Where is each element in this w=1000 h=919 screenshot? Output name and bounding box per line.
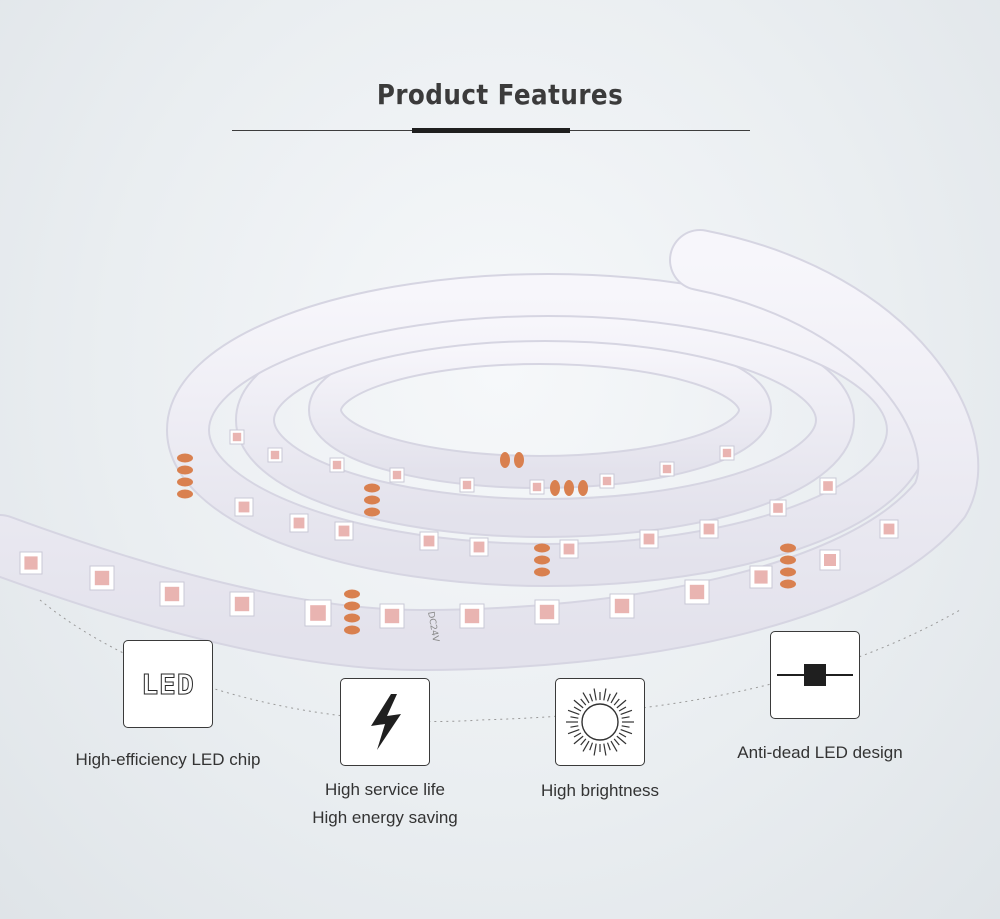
feature-caption-anti-dead: Anti-dead LED design (710, 739, 930, 767)
led-chip-die (234, 596, 250, 612)
led-chip-die (238, 501, 250, 513)
led-chip-die (689, 584, 705, 600)
solder-pad (364, 483, 380, 493)
led-chip-die (703, 523, 715, 535)
solder-pad (177, 489, 193, 499)
lightning-icon (371, 694, 401, 750)
solder-pad (780, 543, 796, 553)
led-chip (534, 599, 560, 625)
feature-caption-led-chip: High-efficiency LED chip (48, 746, 288, 774)
solder-pad (177, 465, 193, 475)
led-chip-die (464, 608, 480, 624)
title-underline-accent (412, 128, 570, 133)
solder-pad (344, 589, 360, 599)
solder-pad (534, 555, 550, 565)
solder-pad (364, 507, 380, 517)
led-chip-die (883, 523, 895, 535)
led-chips (19, 429, 899, 635)
led-chip-die (270, 450, 280, 460)
led-chip-die (539, 604, 555, 620)
solder-pad (344, 613, 360, 623)
caption-line: High energy saving (312, 808, 458, 827)
solder-pad (500, 452, 510, 468)
led-chip-die (232, 432, 242, 442)
solder-pad (344, 625, 360, 635)
led-chip-die (164, 586, 180, 602)
led-chip-die (754, 570, 768, 584)
led-chip-die (384, 608, 400, 624)
led-chip-die (338, 525, 350, 537)
page-title: Product Features (376, 78, 624, 111)
feature-caption-brightness: High brightness (510, 777, 690, 805)
solder-pad (780, 579, 796, 589)
led-chip-die (602, 476, 612, 486)
led-chip-die (462, 480, 472, 490)
solder-pad (578, 480, 588, 496)
solder-pad (177, 453, 193, 463)
led-chip-die (332, 460, 342, 470)
anti-dead-circuit-icon-box (770, 631, 860, 719)
solder-pad (534, 567, 550, 577)
solder-pad (177, 477, 193, 487)
solder-pad (564, 480, 574, 496)
lightning-icon-box (340, 678, 430, 766)
sun-icon (566, 688, 634, 756)
caption-line: High-efficiency LED chip (75, 750, 261, 769)
led-icon-box: LED (123, 640, 213, 728)
solder-pad (344, 601, 360, 611)
led-chip-die (532, 482, 542, 492)
led-chip-die (473, 541, 485, 553)
led-chip-die (310, 605, 326, 621)
led-chip-die (392, 470, 402, 480)
led-chip-die (643, 533, 655, 545)
led-chip-die (722, 448, 732, 458)
led-chip-die (423, 535, 435, 547)
caption-line: High service life (325, 780, 445, 799)
led-chip-die (823, 481, 833, 491)
solder-pad (780, 555, 796, 565)
led-chip-die (824, 554, 836, 566)
led-chip-die (94, 570, 110, 586)
solder-pad (514, 452, 524, 468)
solder-pad (364, 495, 380, 505)
led-chip-die (773, 503, 783, 513)
led-strip-coil (0, 229, 980, 672)
led-chip-die (662, 464, 672, 474)
led-chip-die (24, 556, 38, 570)
caption-line: High brightness (540, 781, 660, 800)
solder-pad (780, 567, 796, 577)
feature-caption-service-life: High service life High energy saving (290, 776, 480, 832)
led-chip-die (614, 598, 630, 614)
anti-dead-circuit-icon (777, 664, 853, 686)
led-chip-die (293, 517, 305, 529)
solder-pad (550, 480, 560, 496)
caption-line: Anti-dead LED design (737, 743, 903, 762)
led-icon: LED (141, 667, 195, 701)
solder-pad (534, 543, 550, 553)
led-chip-die (563, 543, 575, 555)
sun-icon-box (555, 678, 645, 766)
